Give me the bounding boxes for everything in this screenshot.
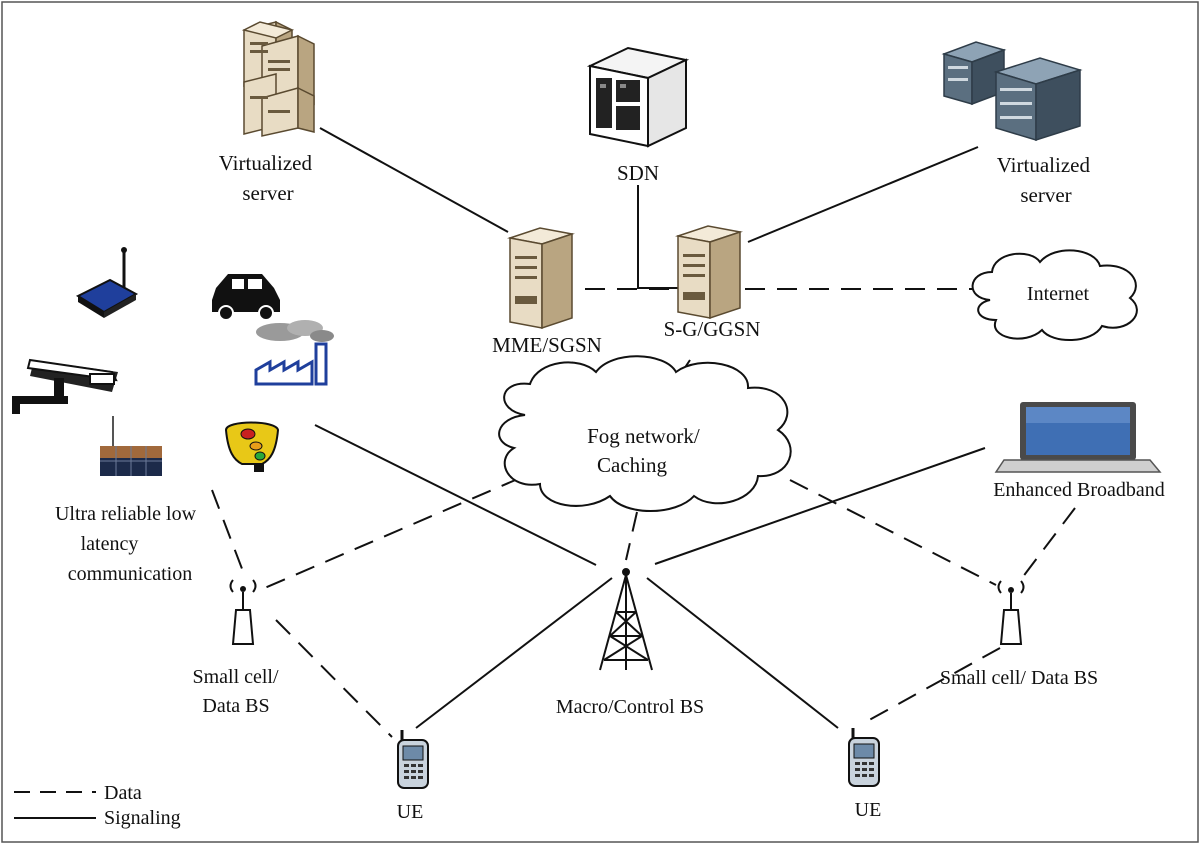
link-embb-macro <box>654 447 986 565</box>
small-cell-right-label: Small cell/ Data BS <box>940 667 1098 689</box>
sgw-ggsn-server-icon <box>675 225 743 320</box>
wireless-router-icon <box>75 247 139 318</box>
solar-panel-icon <box>100 416 162 476</box>
enhanced-broadband-label: Enhanced Broadband <box>993 479 1165 501</box>
internet-cloud-icon <box>971 249 1138 342</box>
traffic-light-icon <box>224 421 280 472</box>
link-macro-ue-right <box>646 577 839 729</box>
link-vserver-left-mme <box>319 127 509 233</box>
factory-icon <box>254 320 334 386</box>
link-embb-smallcell <box>1021 507 1076 579</box>
small-cell-right-antenna-icon <box>997 580 1025 645</box>
legend: Data Signaling <box>14 782 181 829</box>
link-macro-ue-left <box>415 577 613 729</box>
security-camera-icon <box>12 358 118 414</box>
link-fog-smallcell-left <box>259 477 521 591</box>
legend-data-label: Data <box>104 782 142 804</box>
virtualized-server-right-icon <box>941 41 1083 142</box>
ue-left-label: UE <box>397 801 424 823</box>
sdn-label: SDN <box>617 161 659 185</box>
internet-label: Internet <box>1027 283 1090 305</box>
mme-sgsn-server-icon <box>507 227 575 330</box>
laptop-icon <box>994 402 1162 473</box>
link-smallcell-ue-right <box>861 647 1001 725</box>
macro-bs-tower-icon <box>599 568 653 671</box>
link-vserver-right-sgw <box>747 146 979 243</box>
link-fog-macro <box>625 511 638 561</box>
small-cell-left-antenna-icon <box>229 579 257 645</box>
link-sdn-sgw <box>637 185 680 289</box>
link-smallcell-ue-left <box>275 619 393 738</box>
link-fog-smallcell-right <box>789 479 997 586</box>
macro-bs-label: Macro/Control BS <box>556 696 704 718</box>
virtualized-server-left-icon <box>241 20 315 137</box>
link-urllc-smallcell <box>211 489 245 575</box>
ue-left-phone-icon <box>397 730 429 789</box>
virtualized-server-right-label: Virtualized server <box>997 153 1095 207</box>
virtualized-server-left-label: Virtualized server <box>219 151 317 205</box>
ue-right-label: UE <box>855 799 882 821</box>
link-urllc-macro <box>314 424 597 566</box>
sgw-ggsn-label: S-G/GGSN <box>664 317 761 341</box>
data-links <box>211 288 1076 738</box>
fog-network-label: Fog network/ Caching <box>587 424 705 477</box>
car-icon <box>212 274 280 321</box>
ue-right-phone-icon <box>848 728 880 787</box>
sdn-server-icon <box>586 46 690 148</box>
small-cell-left-label: Small cell/ Data BS <box>192 666 283 717</box>
legend-signaling-label: Signaling <box>104 807 181 829</box>
fog-network-cloud-icon <box>498 355 792 512</box>
mme-sgsn-label: MME/SGSN <box>492 333 602 357</box>
urllc-label: Ultra reliable low latency communication <box>55 503 201 585</box>
